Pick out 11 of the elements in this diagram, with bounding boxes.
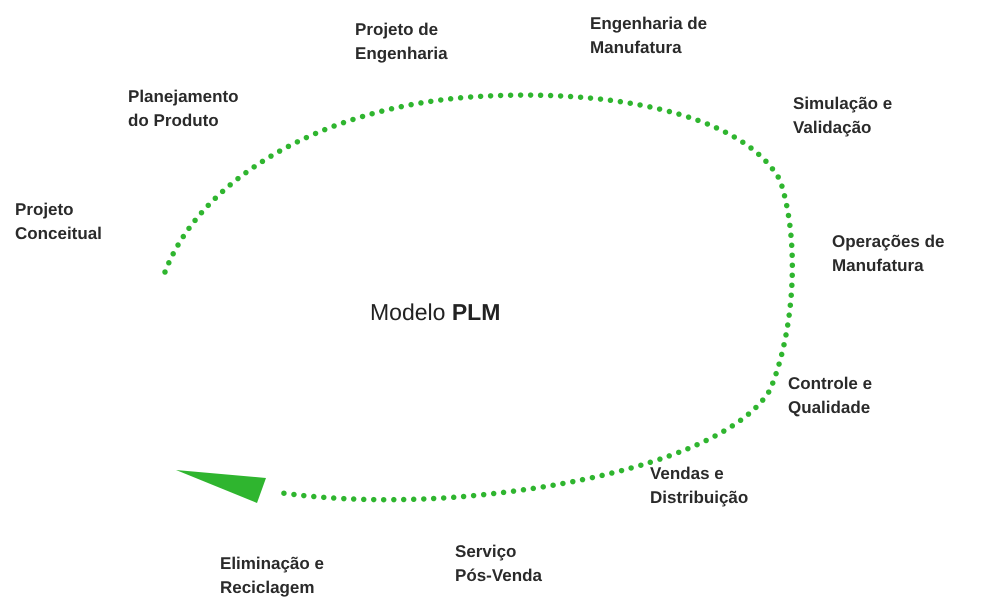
stage-label: Projeto de Engenharia [355,19,449,65]
stage-label: Controle e Qualidade [788,373,874,419]
stage-label: Vendas e Distribuição [650,463,750,509]
stage-label: Serviço Pós-Venda [455,541,543,587]
stage-label: Projeto Conceitual [15,199,103,245]
stage-label: Planejamento do Produto [128,86,240,132]
stage-label: Eliminação e Reciclagem [220,553,325,599]
stage-label: Engenharia de Manufatura [590,13,708,59]
stage-label: Simulação e Validação [793,93,894,139]
diagram-title: Modelo PLM [370,298,500,326]
stage-label: Operações de Manufatura [832,231,946,277]
